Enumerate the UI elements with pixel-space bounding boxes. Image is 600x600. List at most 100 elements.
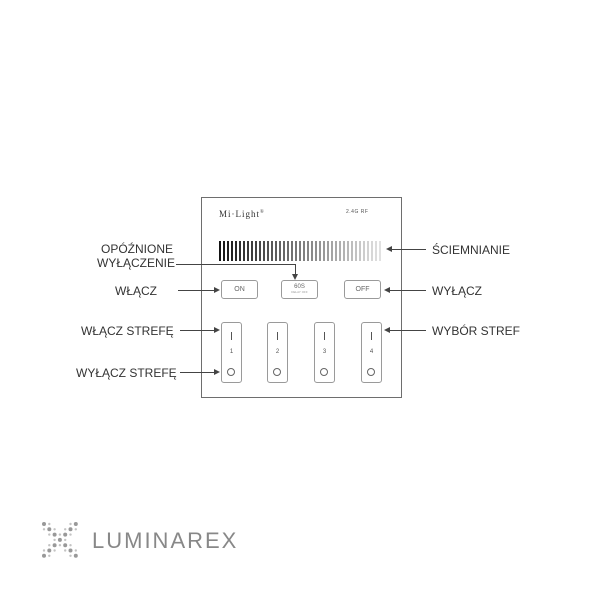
logo-dot [47, 527, 52, 532]
zone-on-indicator [324, 332, 325, 340]
dimming-stripe [315, 241, 317, 261]
pointer-line-zone-on [180, 330, 216, 331]
company-logo-text: LUMINAREX [92, 528, 239, 553]
dimming-stripe [255, 241, 257, 261]
dimming-stripe [371, 241, 373, 261]
dimming-stripe [331, 241, 333, 261]
dimming-stripe [243, 241, 245, 261]
dimming-stripe [231, 241, 233, 261]
arrowhead-zone-select [384, 327, 390, 333]
logo-dot [48, 544, 51, 547]
logo-dot [42, 528, 46, 531]
arrowhead-off [384, 287, 390, 293]
dimming-stripe [299, 241, 301, 261]
dimming-stripe [283, 241, 285, 261]
dimming-stripe [271, 241, 273, 261]
logo-dot [52, 543, 57, 548]
label-delayed-off-line1: OPÓŹNIONE [101, 242, 174, 256]
logo-dot [47, 548, 52, 553]
logo-dot [73, 522, 78, 526]
label-zone-off: WYŁĄCZ STREFĘ [76, 366, 177, 380]
logo-dot [53, 528, 56, 531]
dimming-stripe [259, 241, 261, 261]
dimming-stripe [355, 241, 357, 261]
logo-dot [48, 533, 51, 536]
logo-dot [68, 548, 73, 553]
dimming-stripe [327, 241, 329, 261]
delay-off-label: 60S [294, 284, 305, 290]
dimming-stripe [311, 241, 313, 261]
pointer-line-delay-down [295, 264, 296, 277]
arrowhead-dimming [386, 246, 392, 252]
arrowhead-zone-off [214, 369, 220, 375]
logo-dot [63, 532, 68, 537]
zone-on-indicator [277, 332, 278, 340]
dimming-stripe [291, 241, 293, 261]
zone-switch-2[interactable]: 2 [267, 322, 288, 383]
zone-off-circle [273, 368, 281, 376]
pointer-line-dimming [390, 249, 426, 250]
pointer-line-on [178, 290, 216, 291]
logo-dot [64, 528, 67, 531]
logo-dot [53, 549, 56, 552]
dimming-stripe [351, 241, 353, 261]
zone-number: 1 [229, 349, 234, 355]
dimming-stripe [375, 241, 377, 261]
dimming-stripe [239, 241, 241, 261]
logo-dot [68, 527, 73, 532]
on-button[interactable]: ON [221, 280, 258, 299]
zone-switch-1[interactable]: 1 [221, 322, 242, 383]
logo-dot [53, 538, 56, 542]
label-zone-on: WŁĄCZ STREFĘ [81, 324, 174, 338]
dimming-stripe [359, 241, 361, 261]
dimming-stripe [323, 241, 325, 261]
zone-off-circle [320, 368, 328, 376]
delay-off-sublabel: DELAY OFF [291, 290, 308, 294]
zone-off-circle [367, 368, 375, 376]
logo-dot [69, 544, 72, 547]
dimming-stripe [227, 241, 229, 261]
dimming-stripe [263, 241, 265, 261]
label-turn-on: WŁĄCZ [115, 284, 157, 298]
zone-number: 2 [275, 349, 280, 355]
label-zone-select: WYBÓR STREF [432, 324, 521, 338]
diamond-dots-icon [42, 522, 78, 558]
logo-dot [42, 549, 46, 552]
dimming-stripe [319, 241, 321, 261]
arrowhead-zone-on [214, 327, 220, 333]
dimming-stripe [347, 241, 349, 261]
logo-dot [74, 528, 77, 531]
off-button[interactable]: OFF [344, 280, 381, 299]
delay-off-button[interactable]: 60S DELAY OFF [281, 280, 318, 299]
dimming-stripe [275, 241, 277, 261]
logo-dot [42, 553, 46, 558]
zone-switch-4[interactable]: 4 [361, 322, 382, 383]
logo-dot [69, 554, 72, 557]
dimming-slider[interactable] [219, 241, 383, 261]
zone-switch-3[interactable]: 3 [314, 322, 335, 383]
logo-dot [69, 533, 72, 536]
label-delayed-off-line2: WYŁĄCZENIE [97, 256, 176, 270]
logo-dot [73, 553, 78, 558]
dimming-stripe [363, 241, 365, 261]
dimming-stripe [379, 241, 381, 261]
logo-dot [42, 522, 46, 526]
label-turn-off: WYŁĄCZ [432, 284, 483, 298]
dimming-stripe [367, 241, 369, 261]
logo-dot [48, 554, 51, 557]
dimming-stripe [343, 241, 345, 261]
dimming-stripe [251, 241, 253, 261]
arrowhead-on [214, 287, 220, 293]
logo-dot [58, 544, 62, 547]
pointer-line-off [388, 290, 426, 291]
logo-dot [58, 533, 62, 536]
dimming-stripe [219, 241, 221, 261]
signal-label: 2.4G RF [346, 209, 369, 215]
dimming-stripe [335, 241, 337, 261]
zone-off-circle [227, 368, 235, 376]
pointer-line-zone-select [388, 330, 426, 331]
logo-dot [64, 538, 67, 542]
brand-logo: Mi·Light® [219, 209, 265, 219]
pointer-line-delay [176, 264, 296, 265]
logo-dot [57, 537, 62, 542]
